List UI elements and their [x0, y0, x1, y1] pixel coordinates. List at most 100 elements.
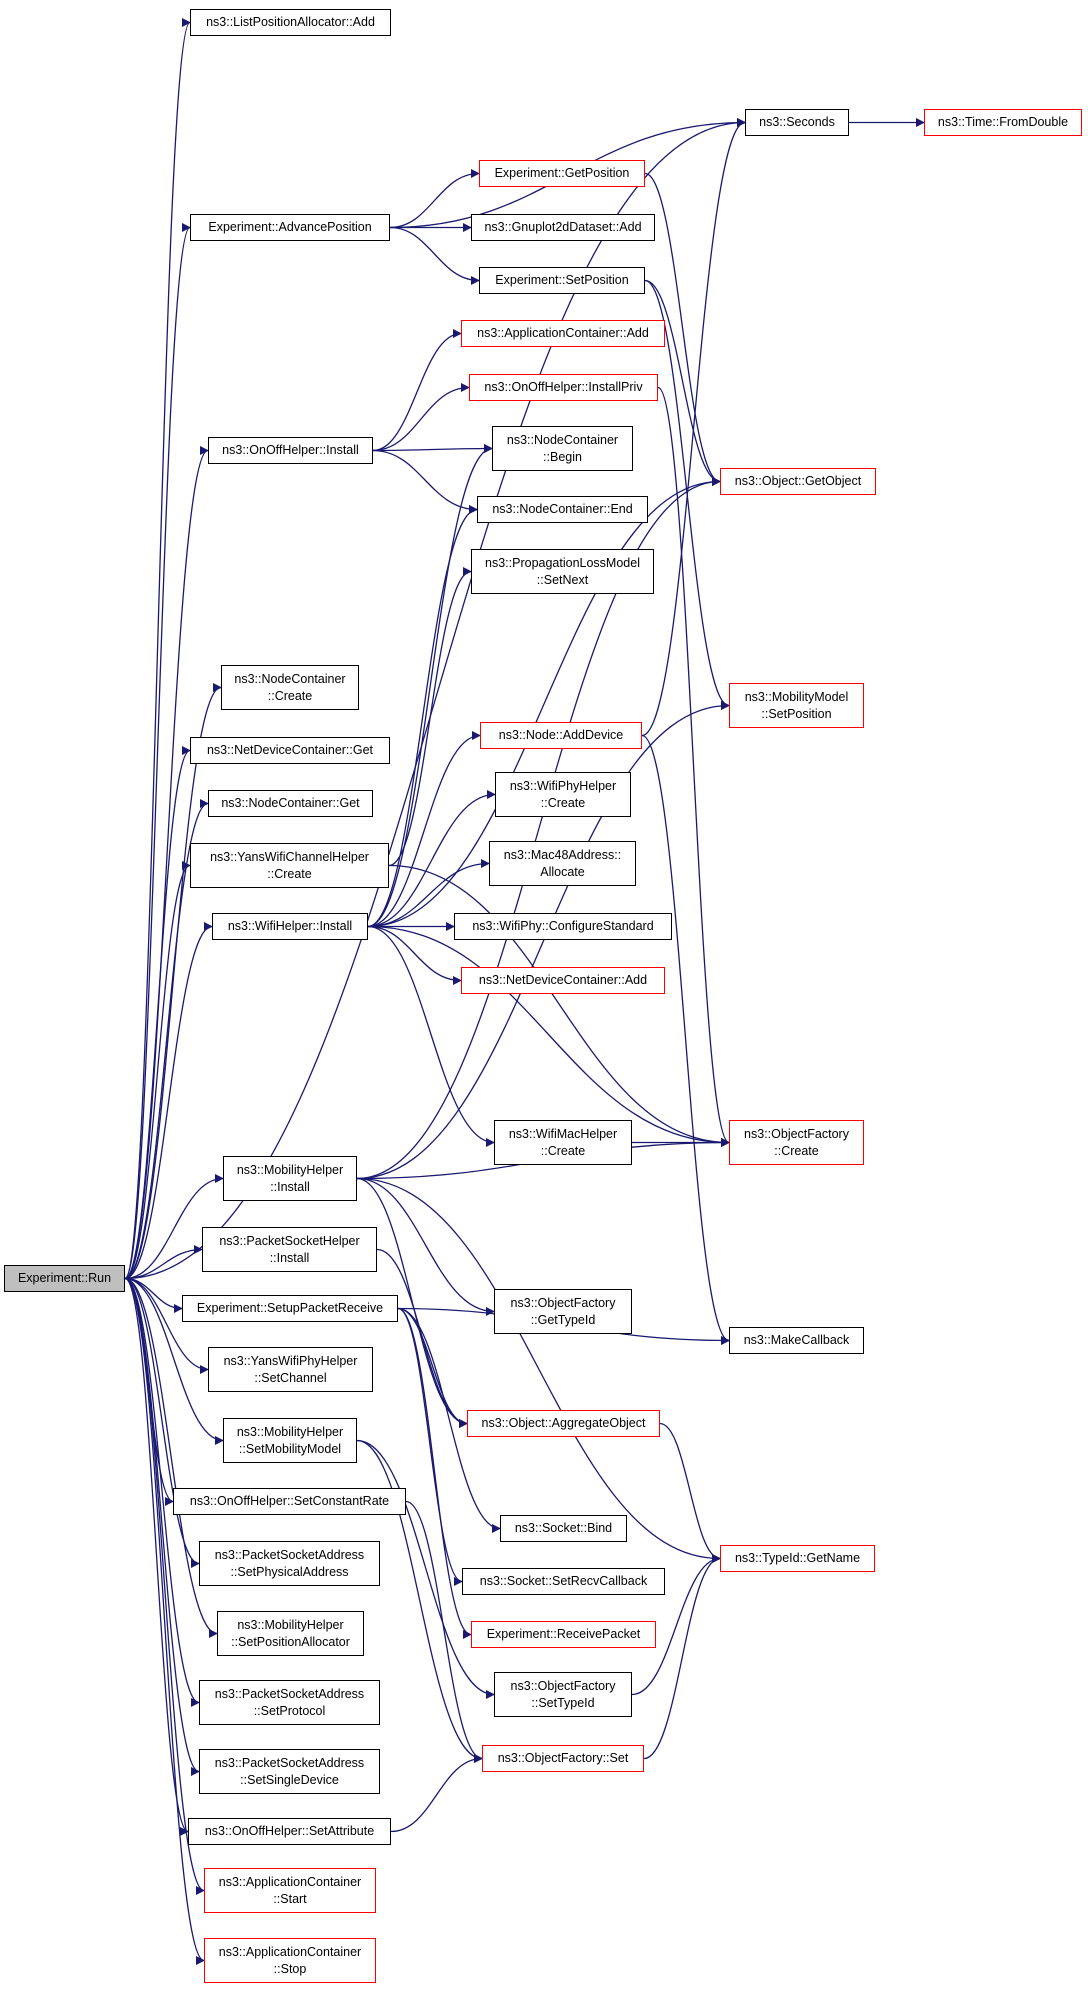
edge-setuprecv-to-aggregate	[397, 1307, 468, 1429]
node-label: ns3::MobilityHelper ::SetPositionAllocat…	[231, 1617, 350, 1649]
edge-adddevice-to-seconds	[641, 118, 746, 737]
node-label: ns3::Node::AddDevice	[498, 728, 624, 742]
node-label: ns3::NodeContainer::Get	[221, 796, 360, 810]
node-label: ns3::OnOffHelper::SetConstantRate	[189, 1494, 390, 1508]
node-label: Experiment::Run	[17, 1271, 112, 1285]
edge-adddevice-to-makecb	[641, 734, 730, 1345]
edge-advance-to-setposition	[389, 226, 480, 286]
edge-ofset-to-getname	[643, 1553, 721, 1760]
node-label: ns3::NodeContainer ::Begin	[506, 432, 619, 464]
node-label: ns3::PacketSocketAddress ::SetSingleDevi…	[214, 1755, 365, 1787]
node-constrate[interactable]: ns3::OnOffHelper::SetConstantRate	[173, 1488, 406, 1515]
node-label: ns3::Time::FromDouble	[937, 115, 1069, 129]
node-phycreate[interactable]: ns3::WifiPhyHelper ::Create	[495, 772, 631, 817]
node-label: ns3::ObjectFactory ::Create	[744, 1126, 849, 1158]
edge-wifiinstall-to-mac48	[367, 858, 490, 928]
node-label: ns3::ObjectFactory::Set	[497, 1751, 629, 1765]
edge-mobinstall-to-mmsetpos	[356, 700, 730, 1180]
node-label: ns3::NodeContainer ::Create	[234, 671, 346, 703]
node-label: ns3::PropagationLossModel ::SetNext	[485, 555, 640, 587]
node-mac48[interactable]: ns3::Mac48Address:: Allocate	[489, 841, 636, 886]
edge-run-to-wifiinstall	[124, 922, 213, 1280]
node-pktinstall[interactable]: ns3::PacketSocketHelper ::Install	[202, 1227, 377, 1272]
node-getobject[interactable]: ns3::Object::GetObject	[720, 468, 876, 495]
node-protocol[interactable]: ns3::PacketSocketAddress ::SetProtocol	[199, 1680, 380, 1725]
edge-run-to-mobinstall	[124, 1173, 224, 1280]
node-recvpkt[interactable]: Experiment::ReceivePacket	[471, 1621, 656, 1648]
node-yanschan[interactable]: ns3::YansWifiChannelHelper ::Create	[190, 843, 389, 888]
node-setchannel[interactable]: ns3::YansWifiPhyHelper ::SetChannel	[208, 1347, 373, 1392]
node-setattr[interactable]: ns3::OnOffHelper::SetAttribute	[188, 1818, 391, 1845]
node-oftypeid[interactable]: ns3::ObjectFactory ::GetTypeId	[494, 1289, 632, 1334]
edge-run-to-listpos	[124, 18, 191, 1280]
edge-run-to-posalloc	[124, 1277, 218, 1638]
node-label: ns3::YansWifiPhyHelper ::SetChannel	[223, 1353, 358, 1385]
edge-wifiinstall-to-ofcreate	[367, 925, 730, 1148]
node-installpriv[interactable]: ns3::OnOffHelper::InstallPriv	[469, 374, 658, 401]
node-ofset[interactable]: ns3::ObjectFactory::Set	[482, 1745, 644, 1772]
node-label: ns3::MobilityHelper ::SetMobilityModel	[236, 1424, 344, 1456]
node-posalloc[interactable]: ns3::MobilityHelper ::SetPositionAllocat…	[217, 1611, 364, 1656]
node-run[interactable]: Experiment::Run	[4, 1265, 125, 1292]
node-appstart[interactable]: ns3::ApplicationContainer ::Start	[204, 1868, 376, 1913]
node-configstd[interactable]: ns3::WifiPhy::ConfigureStandard	[454, 913, 672, 940]
node-ndcadd[interactable]: ns3::NetDeviceContainer::Add	[461, 967, 665, 994]
node-getposition[interactable]: Experiment::GetPosition	[479, 160, 645, 187]
node-bind[interactable]: ns3::Socket::Bind	[500, 1515, 627, 1542]
node-ndcget[interactable]: ns3::NetDeviceContainer::Get	[190, 737, 390, 764]
node-getname[interactable]: ns3::TypeId::GetName	[720, 1545, 875, 1572]
edge-wifiinstall-to-getobject	[367, 476, 721, 928]
node-label: Experiment::SetupPacketReceive	[196, 1301, 384, 1315]
node-adddevice[interactable]: ns3::Node::AddDevice	[480, 722, 642, 749]
edge-run-to-seconds	[124, 117, 746, 1280]
node-label: ns3::ApplicationContainer::Add	[477, 326, 649, 340]
node-fromdouble[interactable]: ns3::Time::FromDouble	[924, 109, 1082, 136]
node-ncend[interactable]: ns3::NodeContainer::End	[477, 496, 648, 523]
node-recvcb[interactable]: ns3::Socket::SetRecvCallback	[462, 1568, 665, 1595]
edge-yanschan-to-propnext	[388, 567, 472, 867]
edge-run-to-pktinstall	[124, 1244, 203, 1280]
node-setuprecv[interactable]: Experiment::SetupPacketReceive	[182, 1295, 398, 1322]
node-makecb[interactable]: ns3::MakeCallback	[729, 1327, 864, 1354]
node-ofcreate[interactable]: ns3::ObjectFactory ::Create	[729, 1120, 864, 1165]
node-setposition[interactable]: Experiment::SetPosition	[479, 267, 645, 294]
node-mmsetpos[interactable]: ns3::MobilityModel ::SetPosition	[729, 683, 864, 728]
node-appadd[interactable]: ns3::ApplicationContainer::Add	[461, 320, 665, 347]
edge-setmobmodel-to-settypeid	[356, 1439, 495, 1700]
edge-setposition-to-getobject	[644, 279, 721, 487]
node-settypeid[interactable]: ns3::ObjectFactory ::SetTypeId	[494, 1672, 632, 1717]
edge-setmobmodel-to-ofset	[356, 1439, 483, 1764]
node-label: ns3::MobilityHelper ::Install	[236, 1162, 344, 1194]
node-singledev[interactable]: ns3::PacketSocketAddress ::SetSingleDevi…	[199, 1749, 380, 1794]
node-mobinstall[interactable]: ns3::MobilityHelper ::Install	[223, 1156, 357, 1201]
edge-advance-to-getposition	[389, 168, 480, 229]
node-seconds[interactable]: ns3::Seconds	[745, 109, 849, 136]
edge-run-to-appstop	[124, 1277, 205, 1965]
node-gnuplot[interactable]: ns3::Gnuplot2dDataset::Add	[471, 214, 655, 241]
node-label: ns3::Gnuplot2dDataset::Add	[484, 220, 642, 234]
node-label: ns3::MobilityModel ::SetPosition	[744, 689, 849, 721]
node-onoffinstall[interactable]: ns3::OnOffHelper::Install	[208, 437, 373, 464]
node-propnext[interactable]: ns3::PropagationLossModel ::SetNext	[471, 549, 654, 594]
edge-wifiinstall-to-ncbegin	[367, 444, 493, 928]
node-label: ns3::ObjectFactory ::GetTypeId	[510, 1295, 616, 1327]
edge-run-to-physaddr	[124, 1277, 200, 1568]
node-advance[interactable]: Experiment::AdvancePosition	[190, 214, 390, 241]
node-label: ns3::WifiPhy::ConfigureStandard	[472, 919, 654, 933]
node-aggregate[interactable]: ns3::Object::AggregateObject	[467, 1410, 660, 1437]
node-setmobmodel[interactable]: ns3::MobilityHelper ::SetMobilityModel	[223, 1418, 357, 1463]
node-ncget[interactable]: ns3::NodeContainer::Get	[208, 790, 373, 817]
node-label: ns3::OnOffHelper::InstallPriv	[484, 380, 643, 394]
edge-mobinstall-to-getobject	[356, 476, 721, 1180]
node-ncbegin[interactable]: ns3::NodeContainer ::Begin	[492, 426, 633, 471]
node-listpos[interactable]: ns3::ListPositionAllocator::Add	[190, 9, 391, 36]
node-label: ns3::ApplicationContainer ::Stop	[218, 1944, 362, 1976]
node-nccreate[interactable]: ns3::NodeContainer ::Create	[221, 665, 359, 710]
node-machelper[interactable]: ns3::WifiMacHelper ::Create	[494, 1120, 632, 1165]
edge-run-to-ndcget	[124, 746, 191, 1280]
node-label: Experiment::AdvancePosition	[208, 220, 372, 234]
node-wifiinstall[interactable]: ns3::WifiHelper::Install	[212, 913, 368, 940]
node-physaddr[interactable]: ns3::PacketSocketAddress ::SetPhysicalAd…	[199, 1541, 380, 1586]
node-appstop[interactable]: ns3::ApplicationContainer ::Stop	[204, 1938, 376, 1983]
